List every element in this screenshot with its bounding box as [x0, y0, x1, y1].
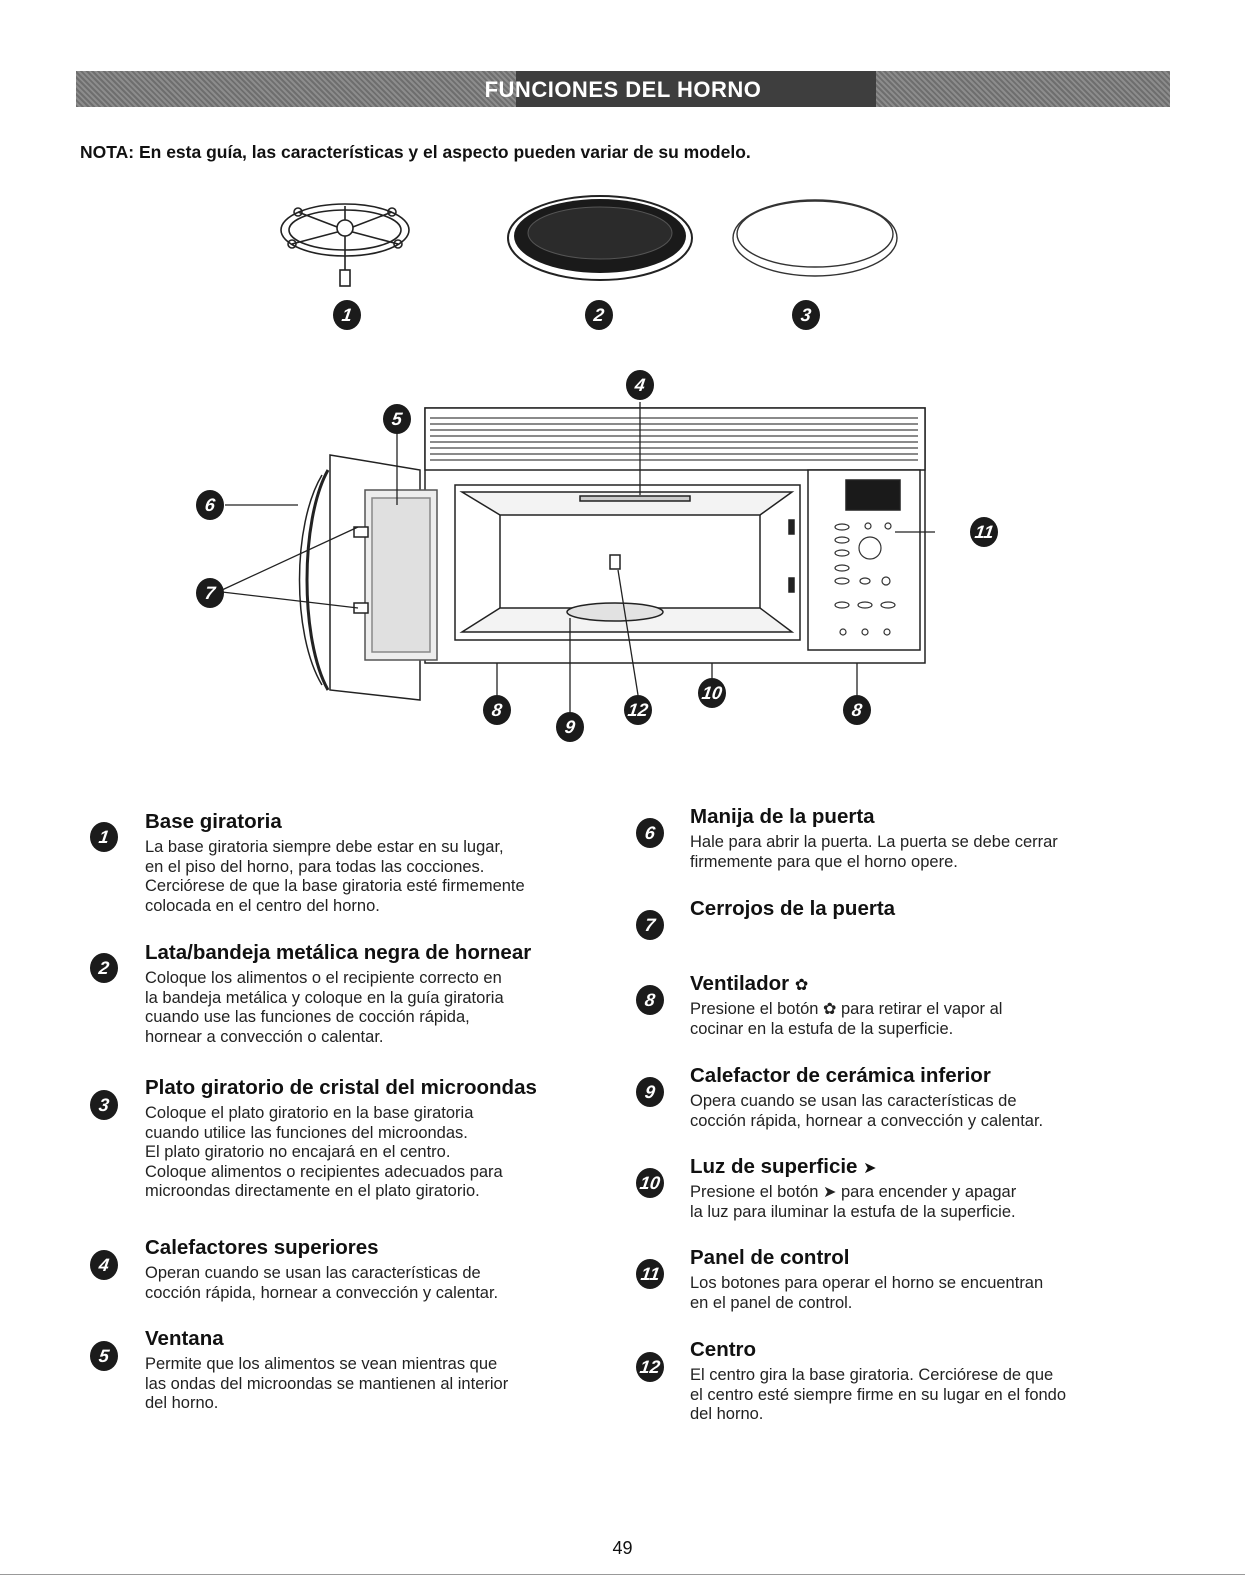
black-tray-illustration — [507, 195, 693, 281]
item-title: Ventilador ✿ — [690, 972, 1002, 996]
item-line: Coloque el plato giratorio en la base gi… — [145, 1104, 474, 1122]
item-line: Hale para abrir la puerta. La puerta se … — [690, 833, 1058, 851]
item-line: Cerciórese de que la base giratoria esté… — [145, 877, 525, 895]
light-icon: ➤ — [823, 1184, 837, 1201]
item-line: del horno. — [145, 1394, 219, 1412]
callout-badge: 8 — [843, 695, 871, 725]
item-line: firmemente para que el horno opere. — [690, 852, 958, 871]
fan-icon: ✿ — [823, 1001, 837, 1018]
light-icon: ➤ — [863, 1160, 877, 1177]
item-centro: Centro El centro gira la base giratoria.… — [690, 1338, 1066, 1425]
item-title: Panel de control — [690, 1246, 850, 1269]
item-badge: 6 — [636, 818, 664, 848]
item-line: El centro gira la base giratoria. Cerció… — [690, 1366, 1054, 1384]
item-manija: Manija de la puerta Hale para abrir la p… — [690, 805, 1058, 872]
item-badge: 11 — [636, 1259, 664, 1289]
item-line: la luz para iluminar la estufa de la sup… — [690, 1202, 1016, 1221]
callout-badge: 8 — [483, 695, 511, 725]
item-line: cuando use las funciones de cocción rápi… — [145, 1008, 470, 1026]
page-number: 49 — [612, 1538, 633, 1558]
item-plato-giratorio: Plato giratorio de cristal del microonda… — [145, 1076, 537, 1202]
item-line: Opera cuando se usan las características… — [690, 1092, 1017, 1110]
callout-badge: 12 — [624, 695, 652, 725]
item-badge: 1 — [90, 822, 118, 852]
item-calefactor-ceramica: Calefactor de cerámica inferior Opera cu… — [690, 1064, 1043, 1131]
item-title: Calefactores superiores — [145, 1236, 379, 1259]
item-line: cocción rápida, hornear a convección y c… — [690, 1111, 1044, 1130]
item-ventana: Ventana Permite que los alimentos se vea… — [145, 1327, 508, 1414]
item-line: cocinar en la estufa de la superficie. — [690, 1019, 954, 1038]
callout-badge: 2 — [585, 300, 613, 330]
item-line: hornear a convección o calentar. — [145, 1027, 384, 1046]
item-badge: 3 — [90, 1090, 118, 1120]
callout-badge: 7 — [196, 578, 224, 608]
item-cerrojos: Cerrojos de la puerta — [690, 897, 895, 925]
oven-body-illustration — [298, 407, 926, 701]
item-line: en el piso del horno, para todas las coc… — [145, 857, 485, 876]
banner-dark-band — [516, 71, 876, 107]
item-title: Calefactor de cerámica inferior — [690, 1064, 991, 1087]
callout-badge: 10 — [698, 678, 726, 708]
item-badge: 7 — [636, 910, 664, 940]
item-title: Manija de la puerta — [690, 805, 875, 828]
item-line: El plato giratorio no encajará en el cen… — [145, 1143, 451, 1161]
item-badge: 4 — [90, 1250, 118, 1280]
callout-badge: 5 — [383, 404, 411, 434]
item-badge: 10 — [636, 1168, 664, 1198]
item-title: Plato giratorio de cristal del microonda… — [145, 1076, 537, 1099]
item-line: en el panel de control. — [690, 1293, 853, 1312]
glass-plate-illustration — [732, 199, 898, 277]
item-line: la bandeja metálica y coloque en la guía… — [145, 988, 504, 1007]
callout-badge: 9 — [556, 712, 584, 742]
item-line: Coloque alimentos o recipientes adecuado… — [145, 1162, 503, 1181]
item-line: microondas directamente en el plato gira… — [145, 1182, 480, 1200]
item-line: el centro esté siempre firme en su lugar… — [690, 1385, 1067, 1404]
item-title-text: Luz de superficie — [690, 1155, 858, 1178]
item-line: Los botones para operar el horno se encu… — [690, 1274, 1044, 1292]
item-badge: 5 — [90, 1341, 118, 1371]
leader-lines — [221, 402, 935, 712]
item-line: Operan cuando se usan las característica… — [145, 1264, 481, 1282]
item-ventilador: Ventilador ✿ Presione el botón ✿ para re… — [690, 972, 1002, 1039]
callout-badge: 1 — [333, 300, 361, 330]
item-badge: 8 — [636, 985, 664, 1015]
item-line: La base giratoria siempre debe estar en … — [145, 838, 504, 856]
item-title: Base giratoria — [145, 810, 282, 833]
item-title: Luz de superficie ➤ — [690, 1155, 1016, 1179]
callout-badge: 4 — [626, 370, 654, 400]
item-luz: Luz de superficie ➤ Presione el botón ➤ … — [690, 1155, 1016, 1222]
item-title: Lata/bandeja metálica negra de hornear — [145, 941, 532, 964]
item-title: Ventana — [145, 1327, 224, 1350]
item-base-giratoria: Base giratoria La base giratoria siempre… — [145, 810, 525, 916]
item-title: Centro — [690, 1338, 757, 1361]
item-badge: 2 — [90, 953, 118, 983]
item-line: cocción rápida, hornear a convección y c… — [145, 1283, 499, 1302]
item-line: colocada en el centro del horno. — [145, 896, 380, 915]
roller-ring-illustration — [280, 203, 410, 287]
item-title: Cerrojos de la puerta — [690, 897, 896, 920]
item-line: Presione el botón ✿ para retirar el vapo… — [690, 1000, 1003, 1018]
item-line: Coloque los alimentos o el recipiente co… — [145, 969, 502, 987]
item-title-text: Ventilador — [690, 972, 790, 995]
callout-badge: 6 — [196, 490, 224, 520]
note-text: NOTA: En esta guía, las características … — [80, 142, 751, 162]
item-badge: 9 — [636, 1077, 664, 1107]
page-title: FUNCIONES DEL HORNO — [484, 77, 762, 102]
item-line: cuando utilice las funciones del microon… — [145, 1123, 468, 1142]
item-calefactores: Calefactores superiores Operan cuando se… — [145, 1236, 498, 1303]
fan-icon: ✿ — [794, 977, 809, 994]
callout-badge: 11 — [970, 517, 998, 547]
bottom-rule — [0, 1574, 1245, 1575]
item-line: Permite que los alimentos se vean mientr… — [145, 1355, 498, 1373]
item-badge: 12 — [636, 1352, 664, 1382]
section-banner: FUNCIONES DEL HORNO — [76, 71, 1170, 107]
item-line: del horno. — [690, 1405, 764, 1423]
item-panel: Panel de control Los botones para operar… — [690, 1246, 1043, 1313]
item-line: Presione el botón ➤ para encender y apag… — [690, 1183, 1017, 1201]
item-bandeja: Lata/bandeja metálica negra de hornear C… — [145, 941, 531, 1047]
callout-badge: 3 — [792, 300, 820, 330]
item-line: las ondas del microondas se mantienen al… — [145, 1374, 509, 1393]
oven-diagram — [221, 195, 935, 712]
